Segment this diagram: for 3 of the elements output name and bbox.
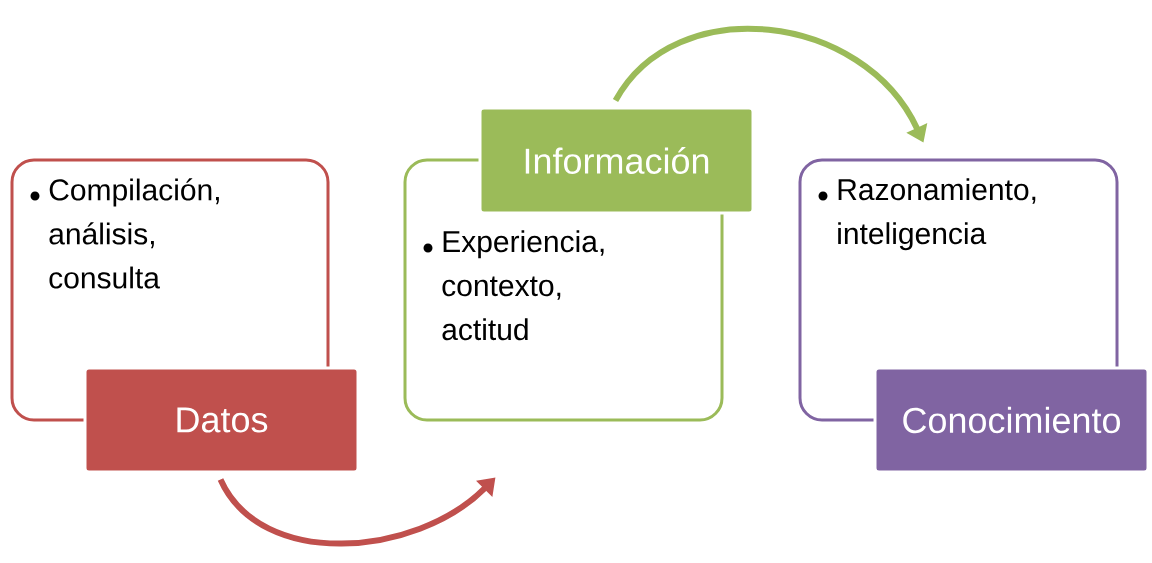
heading-box: Datos xyxy=(83,366,360,474)
heading-box: Conocimiento xyxy=(873,366,1150,474)
heading-box: Información xyxy=(478,106,755,215)
